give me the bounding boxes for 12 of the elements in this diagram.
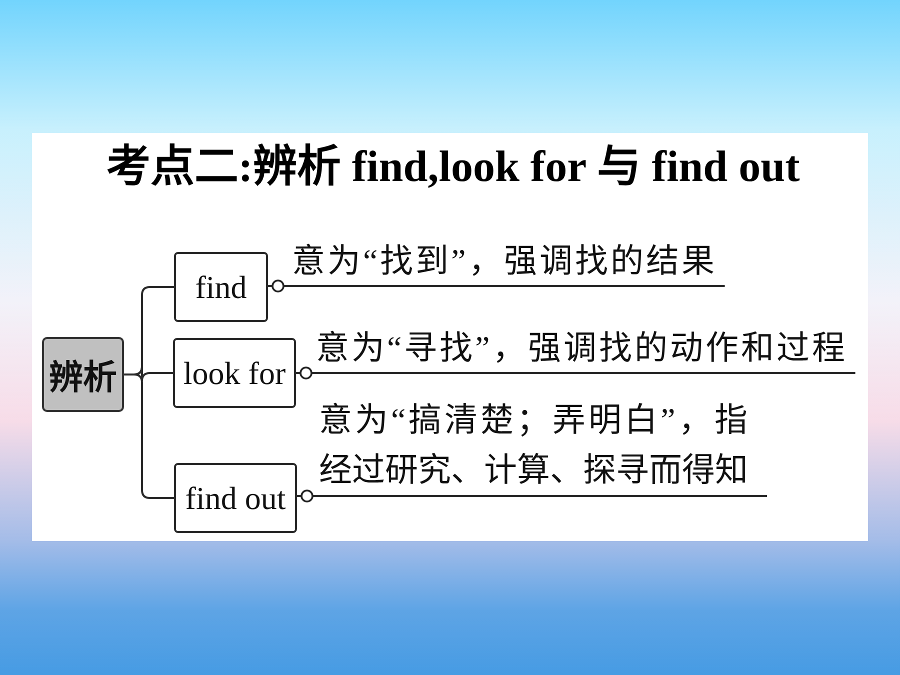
leader-line [268, 280, 725, 292]
title: 考点二:辨析 find,look for 与 find out [106, 141, 800, 193]
term-box: look for [173, 338, 296, 408]
term-box: find [174, 252, 268, 322]
leader-line [296, 366, 856, 380]
category-box: 辨析 [42, 337, 124, 412]
definition-text: 意为“搞清楚；弄明白”，指经过研究、计算、探寻而得知 [319, 396, 767, 496]
definition-text: 意为“寻找”，强调找的动作和过程 [316, 325, 856, 373]
branch-line [124, 374, 174, 499]
definition-text: 意为“找到”，强调找的结果 [292, 238, 725, 286]
leader-line [297, 490, 767, 502]
term-box: find out [174, 463, 297, 533]
